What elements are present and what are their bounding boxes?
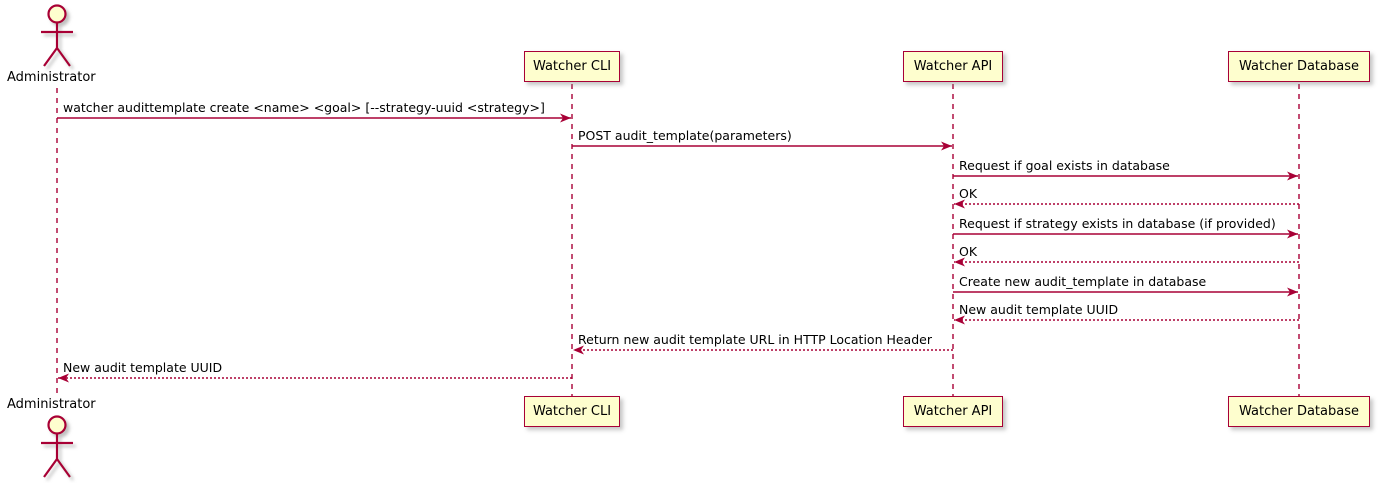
participant-box-watcher-api-top[interactable]: Watcher API <box>903 51 1003 82</box>
lifelines <box>56 84 1300 396</box>
participant-box-watcher-cli-top[interactable]: Watcher CLI <box>524 51 620 82</box>
message-label: POST audit_template(parameters) <box>578 128 792 143</box>
message-arrow <box>953 287 1298 297</box>
actor-administrator-top <box>41 4 73 67</box>
participant-label: Watcher CLI <box>532 404 612 419</box>
participant-box-watcher-database-bottom[interactable]: Watcher Database <box>1228 396 1370 427</box>
message-arrow <box>58 373 572 383</box>
message-arrow <box>573 345 953 355</box>
message-label: Request if goal exists in database <box>959 158 1170 173</box>
participant-box-watcher-api-bottom[interactable]: Watcher API <box>903 396 1003 427</box>
message-label: New audit template UUID <box>63 360 223 375</box>
message-arrow <box>572 141 952 151</box>
actor-administrator-bottom <box>41 415 73 478</box>
actor-label-administrator-top: Administrator <box>7 70 96 85</box>
message-label: OK <box>959 244 978 259</box>
message-label: watcher audittemplate create <name> <goa… <box>63 100 545 115</box>
message-arrow <box>57 113 571 123</box>
message-label: Return new audit template URL in HTTP Lo… <box>578 332 932 347</box>
participant-box-watcher-database-top[interactable]: Watcher Database <box>1228 51 1370 82</box>
message-label: Request if strategy exists in database (… <box>959 216 1276 231</box>
participant-label: Watcher API <box>913 59 993 74</box>
message-arrow <box>954 315 1299 325</box>
participant-label: Watcher Database <box>1239 404 1359 419</box>
message-label: OK <box>959 186 978 201</box>
message-label: Create new audit_template in database <box>959 274 1207 289</box>
participant-label: Watcher CLI <box>532 59 612 74</box>
participant-box-watcher-cli-bottom[interactable]: Watcher CLI <box>524 396 620 427</box>
message-arrow <box>954 257 1299 267</box>
message-arrow <box>953 171 1298 181</box>
message-arrow <box>953 229 1298 239</box>
actor-label-administrator-bottom: Administrator <box>7 397 96 412</box>
message-label: New audit template UUID <box>959 302 1119 317</box>
message-arrow <box>954 199 1299 209</box>
participant-label: Watcher Database <box>1239 59 1359 74</box>
participant-label: Watcher API <box>913 404 993 419</box>
message-arrows <box>57 113 1299 383</box>
